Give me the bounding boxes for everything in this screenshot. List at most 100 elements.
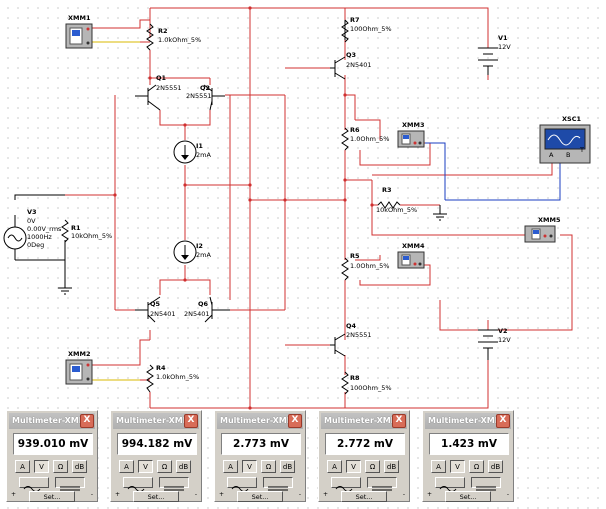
set-button[interactable]: Set... [133, 491, 179, 502]
xmm2-label: XMM2 [68, 350, 90, 358]
mode-volt-button[interactable]: V [450, 460, 465, 473]
ac-mode-button[interactable] [227, 477, 257, 492]
set-button[interactable]: Set... [341, 491, 387, 502]
mode-amp-button[interactable]: A [431, 460, 446, 473]
multimeter-panel-xmm4[interactable]: Multimeter-XMM4 X 2.772 mV A V Ω dB + Se… [318, 410, 410, 502]
multimeter-title: Multimeter-XMM2 [113, 413, 199, 429]
red-wires [65, 7, 573, 409]
multimeter-reading: 1.423 mV [429, 433, 509, 455]
dc-mode-button[interactable] [55, 477, 85, 491]
v3-line3: 1000Hz [27, 233, 52, 241]
xmm3-instrument[interactable] [397, 130, 425, 148]
mode-amp-button[interactable]: A [327, 460, 342, 473]
multimeter-title: Multimeter-XMM4 [321, 413, 407, 429]
mode-volt-button[interactable]: V [346, 460, 361, 473]
r8-value: 100Ohm_5% [350, 384, 392, 392]
q3-part: 2N5401 [346, 61, 372, 69]
blue-wires [425, 142, 561, 201]
set-button[interactable]: Set... [445, 491, 491, 502]
minus-terminal[interactable]: - [298, 491, 301, 498]
q4-name: Q4 [346, 322, 357, 330]
r7-value: 100Ohm_5% [350, 25, 392, 33]
minus-terminal[interactable]: - [194, 491, 197, 498]
dc-mode-button[interactable] [263, 477, 293, 491]
multimeter-panel-xmm1[interactable]: Multimeter-XMM1 X 939.010 mV A V Ω dB + … [6, 410, 98, 502]
mode-db-button[interactable]: dB [280, 460, 295, 473]
scope-b-label: B [566, 151, 570, 159]
r7-name: R7 [350, 16, 360, 24]
close-icon[interactable]: X [496, 414, 510, 428]
r2-name: R2 [158, 27, 168, 35]
minus-terminal[interactable]: - [402, 491, 405, 498]
v1-value: 12V [498, 43, 511, 51]
junction-dots [113, 6, 374, 410]
multimeter-panel-xmm3[interactable]: Multimeter-XMM3 X 2.773 mV A V Ω dB + Se… [214, 410, 306, 502]
minus-terminal[interactable]: - [506, 491, 509, 498]
minus-terminal[interactable]: - [90, 491, 93, 498]
r1-name: R1 [71, 224, 81, 232]
mode-amp-button[interactable]: A [119, 460, 134, 473]
xmm5-instrument[interactable] [524, 225, 556, 243]
set-button[interactable]: Set... [29, 491, 75, 502]
r6-name: R6 [350, 126, 360, 134]
mode-ohm-button[interactable]: Ω [53, 460, 68, 473]
ac-mode-button[interactable] [435, 477, 465, 492]
mode-ohm-button[interactable]: Ω [157, 460, 172, 473]
r2-value: 1.0kOhm_5% [158, 36, 201, 44]
close-icon[interactable]: X [392, 414, 406, 428]
dc-mode-button[interactable] [471, 477, 501, 491]
ac-mode-button[interactable] [331, 477, 361, 492]
multimeter-panel-xmm5[interactable]: Multimeter-XMM5 X 1.423 mV A V Ω dB + Se… [422, 410, 514, 502]
plus-terminal[interactable]: + [323, 491, 329, 498]
mode-ohm-button[interactable]: Ω [365, 460, 380, 473]
mode-amp-button[interactable]: A [15, 460, 30, 473]
plus-terminal[interactable]: + [427, 491, 433, 498]
ac-mode-button[interactable] [123, 477, 153, 492]
mode-amp-button[interactable]: A [223, 460, 238, 473]
plus-terminal[interactable]: + [115, 491, 121, 498]
xmm1-instrument[interactable] [65, 23, 93, 49]
v2-value: 12V [498, 336, 511, 344]
r3-name: R3 [382, 186, 392, 194]
oscilloscope-instrument[interactable] [539, 124, 591, 164]
v1-name: V1 [498, 34, 508, 42]
v2-name: V2 [498, 327, 508, 335]
i2-name: I2 [196, 242, 203, 250]
r4-name: R4 [156, 364, 166, 372]
plus-terminal[interactable]: + [11, 491, 17, 498]
xmm4-instrument[interactable] [397, 251, 425, 269]
yellow-wires [92, 41, 140, 381]
q6-part: 2N5401 [184, 310, 210, 318]
mode-db-button[interactable]: dB [488, 460, 503, 473]
close-icon[interactable]: X [184, 414, 198, 428]
r4-value: 1.0kOhm_5% [156, 373, 199, 381]
mode-volt-button[interactable]: V [34, 460, 49, 473]
xmm3-label: XMM3 [402, 121, 424, 129]
mode-ohm-button[interactable]: Ω [469, 460, 484, 473]
mode-db-button[interactable]: dB [176, 460, 191, 473]
plus-terminal[interactable]: + [219, 491, 225, 498]
set-button[interactable]: Set... [237, 491, 283, 502]
dc-mode-button[interactable] [159, 477, 189, 491]
transistor-symbols [135, 56, 346, 357]
q2-part: 2N5551 [186, 92, 212, 100]
q4-part: 2N5551 [346, 331, 372, 339]
mode-volt-button[interactable]: V [242, 460, 257, 473]
multimeter-panel-xmm2[interactable]: Multimeter-XMM2 X 994.182 mV A V Ω dB + … [110, 410, 202, 502]
i2-value: 2mA [196, 251, 211, 259]
close-icon[interactable]: X [80, 414, 94, 428]
xmm2-instrument[interactable] [65, 359, 93, 385]
scope-t-label: T [579, 146, 584, 154]
ac-mode-button[interactable] [19, 477, 49, 492]
q3-name: Q3 [346, 51, 356, 59]
close-icon[interactable]: X [288, 414, 302, 428]
q1-part: 2N5551 [156, 84, 182, 92]
mode-ohm-button[interactable]: Ω [261, 460, 276, 473]
mode-volt-button[interactable]: V [138, 460, 153, 473]
r8-name: R8 [350, 374, 360, 382]
ac-source-icon [3, 226, 27, 250]
mode-db-button[interactable]: dB [72, 460, 87, 473]
dc-mode-button[interactable] [367, 477, 397, 491]
mode-db-button[interactable]: dB [384, 460, 399, 473]
multimeter-title: Multimeter-XMM3 [217, 413, 303, 429]
